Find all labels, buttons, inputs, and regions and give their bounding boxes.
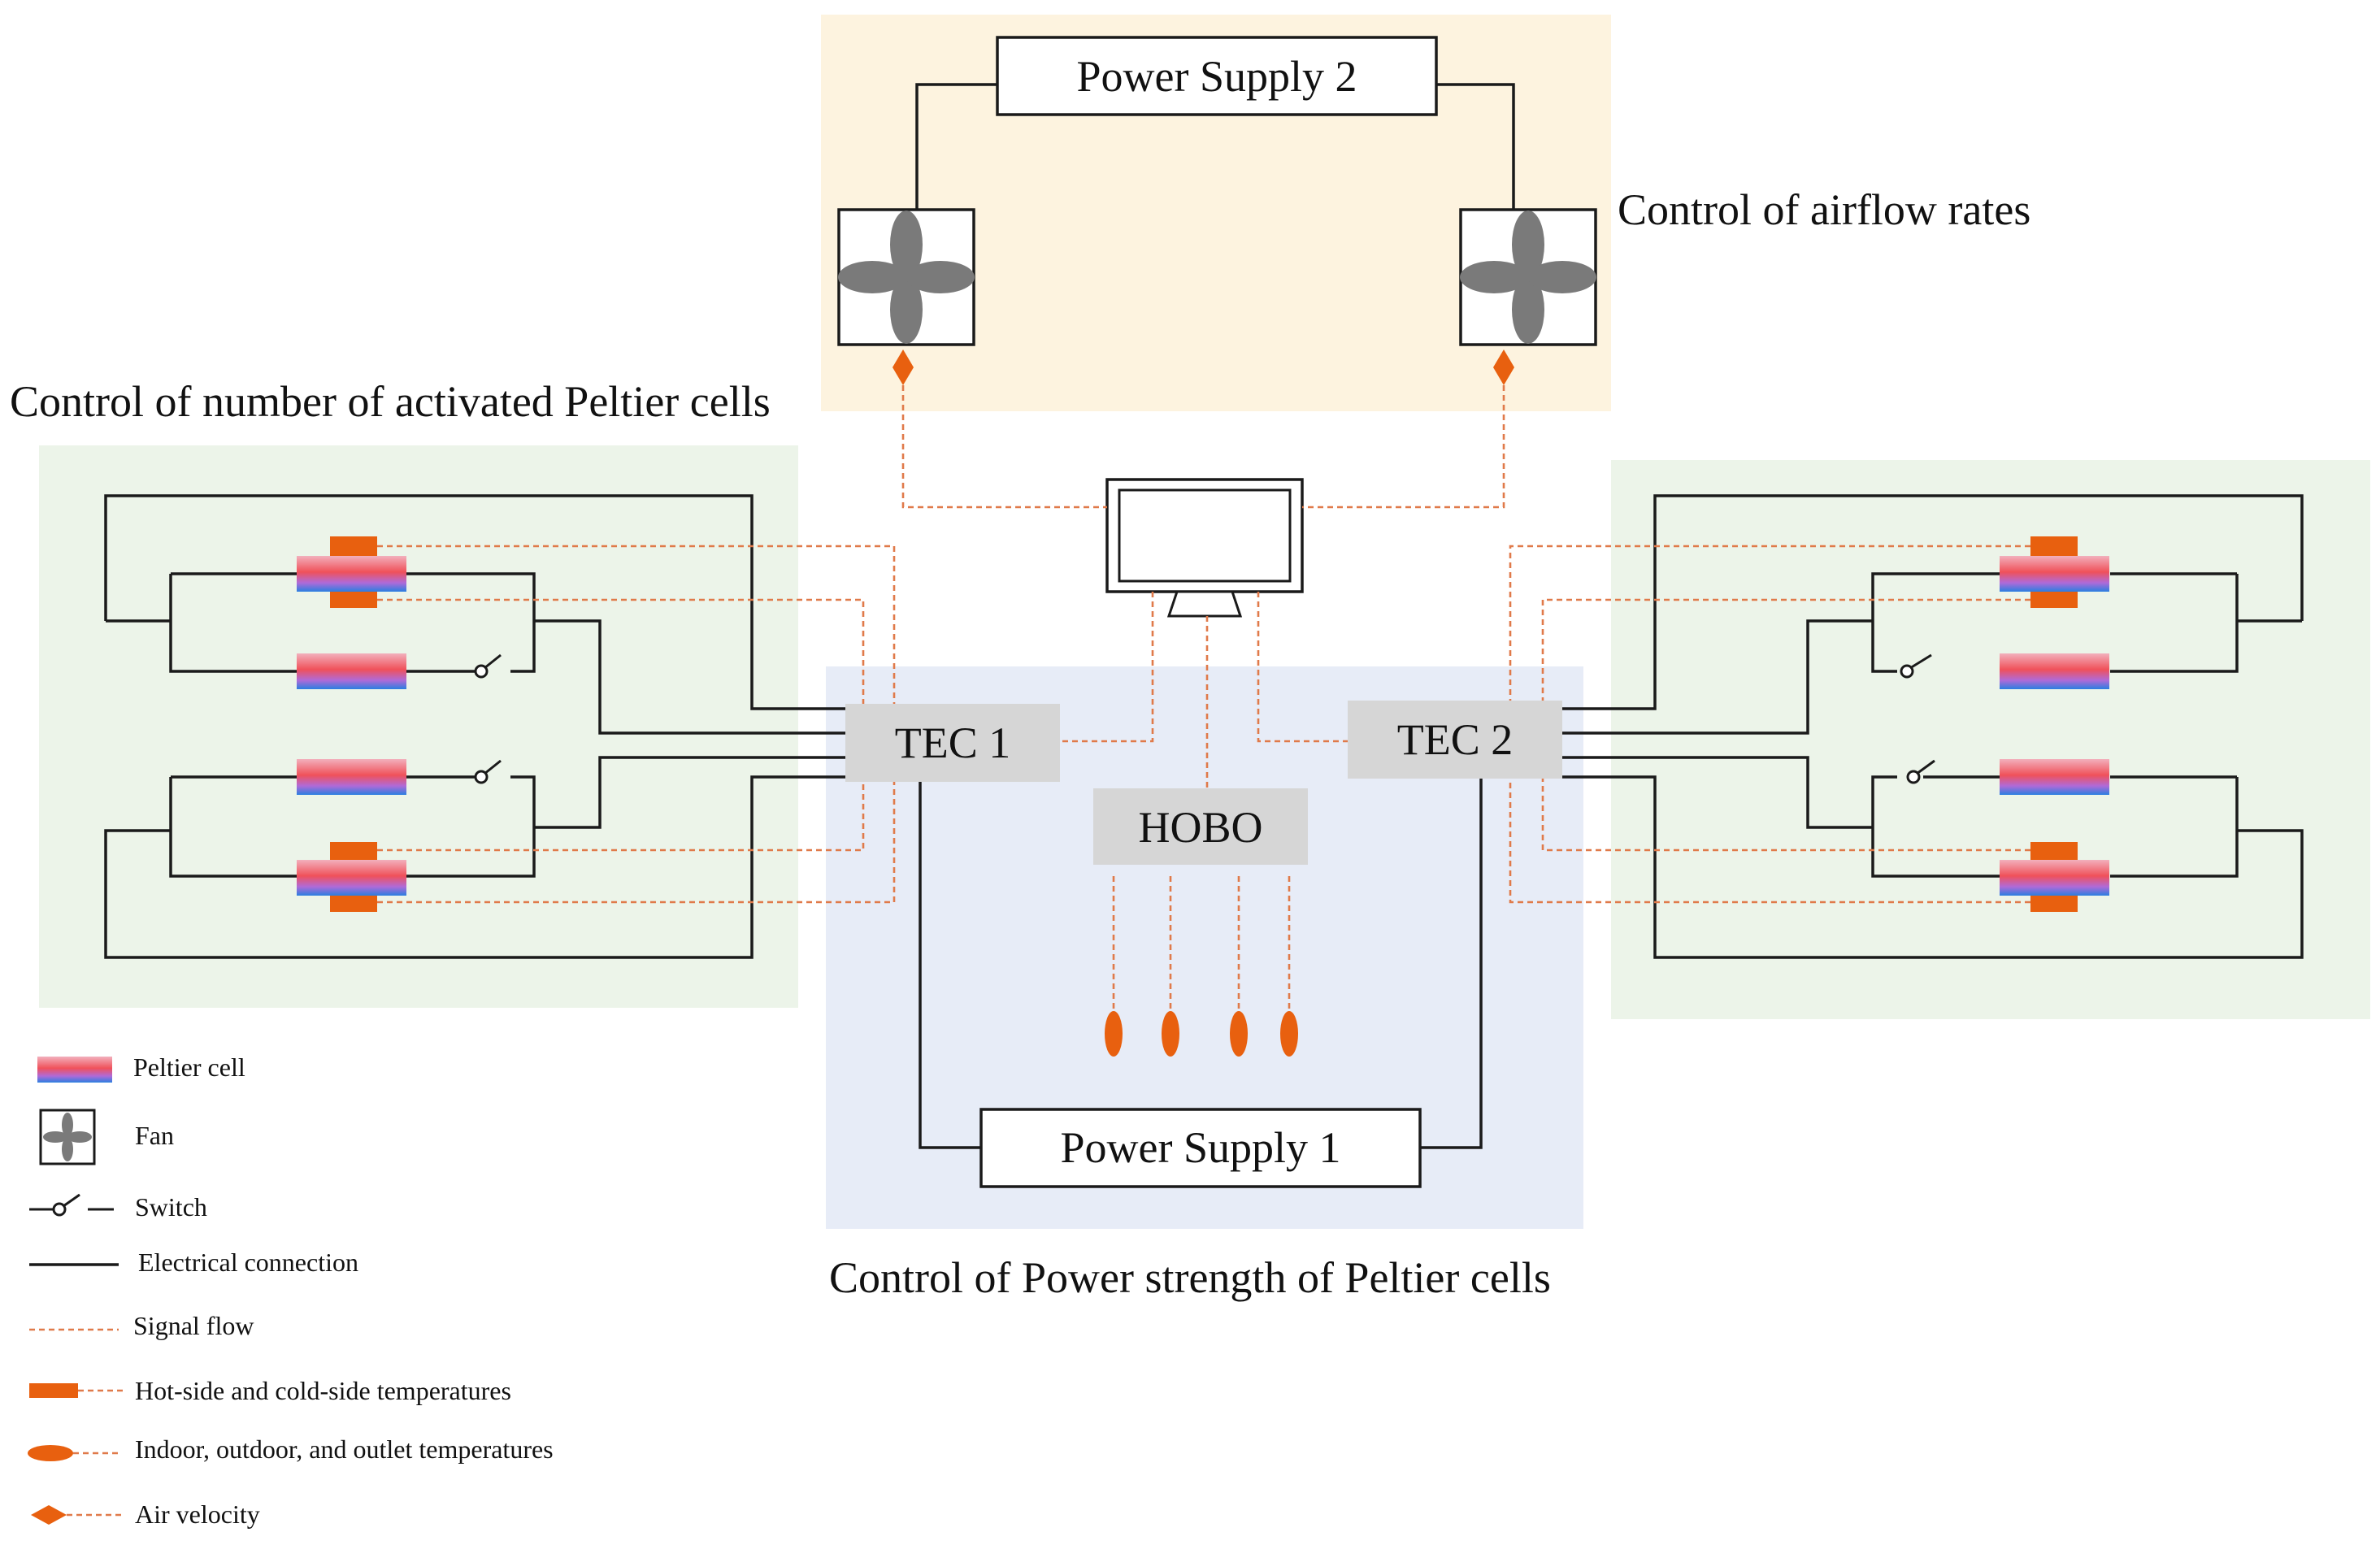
legend-label-electrical: Electrical connection [138,1248,358,1277]
legend-label-signal: Signal flow [133,1311,254,1340]
tec1-label: TEC 1 [895,718,1011,767]
power-supply-1: Power Supply 1 [979,1108,1422,1188]
cells-caption: Control of number of activated Peltier c… [10,377,771,426]
power-caption: Control of Power strength of Peltier cel… [829,1253,1551,1302]
fan-right [1459,208,1597,346]
cells-region-left [39,445,798,1008]
hobo-sensor-4 [1280,1011,1298,1057]
hobo-sensor-3 [1230,1011,1248,1057]
legend-label-hot-cold: Hot-side and cold-side temperatures [135,1376,511,1405]
fan-icon [39,1109,96,1165]
power-supply-2: Power Supply 2 [996,36,1438,116]
legend-label-switch: Switch [135,1192,207,1222]
legend-item-fan: Fan [39,1109,174,1165]
temp-sensor-rect-icon [29,1383,124,1398]
legend-item-air-velocity: Air velocity [31,1499,260,1529]
power-supply-1-label: Power Supply 1 [1060,1123,1340,1172]
legend-item-electrical: Electrical connection [29,1248,358,1277]
tec2-box: TEC 2 [1348,701,1562,779]
legend-label-peltier: Peltier cell [133,1052,245,1082]
air-velocity-sensor-left [892,349,914,385]
hobo-sensor-1 [1105,1011,1123,1057]
legend-item-peltier: Peltier cell [37,1052,245,1083]
legend: Peltier cell Fan Switch Electrical c [28,1052,554,1529]
temp-sensor-oval-icon [28,1445,122,1461]
right-circuit [1509,494,2304,959]
legend-label-temps: Indoor, outdoor, and outlet temperatures [135,1434,554,1464]
legend-item-switch: Switch [29,1192,207,1222]
hobo-sensor-2 [1162,1011,1179,1057]
legend-item-signal: Signal flow [29,1311,254,1340]
cells-region-right [1611,460,2370,1019]
tec2-label: TEC 2 [1397,715,1514,764]
legend-item-hot-cold: Hot-side and cold-side temperatures [29,1376,511,1405]
switch-icon [29,1193,114,1217]
power-supply-2-label: Power Supply 2 [1076,52,1357,101]
fan-left [837,208,975,346]
air-velocity-diamond-icon [31,1505,122,1525]
hobo-box: HOBO [1093,788,1308,865]
legend-label-air-velocity: Air velocity [135,1499,260,1529]
peltier-cell-icon [37,1057,112,1083]
computer-monitor [1105,478,1304,618]
tec1-box: TEC 1 [845,704,1060,782]
hobo-label: HOBO [1138,803,1262,852]
airflow-caption: Control of airflow rates [1618,185,2030,234]
left-circuit [104,494,896,959]
legend-item-temps: Indoor, outdoor, and outlet temperatures [28,1434,554,1464]
air-velocity-sensor-right [1493,349,1514,385]
legend-label-fan: Fan [135,1121,174,1150]
